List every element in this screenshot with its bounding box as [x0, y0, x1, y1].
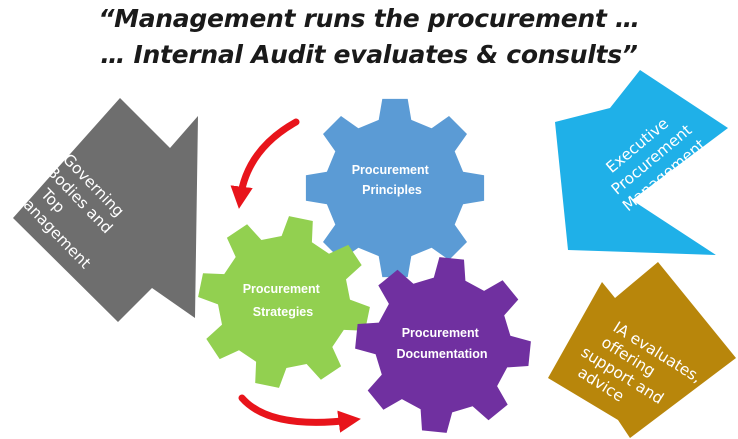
- svg-text:Procurement Strategies: Procurement Strategies: [243, 282, 324, 319]
- gear-icon: [198, 216, 370, 388]
- title-line-1: “Management runs the procurement …: [98, 4, 640, 33]
- strategies-line-2: Strategies: [253, 305, 313, 319]
- svg-text:IA evaluates, offering: IA evaluates, offering support and advic…: [568, 311, 709, 438]
- documentation-line-1: Procurement: [402, 326, 480, 340]
- svg-text:Procurement Principles: Procurement Principles: [352, 163, 433, 197]
- procurement-strategies-gear: Procurement Strategies: [198, 216, 370, 388]
- ia-arrow-shape: [548, 262, 736, 438]
- principles-line-2: Principles: [362, 183, 422, 197]
- cycle-arrow-icon: [230, 118, 300, 209]
- governing-bodies-arrow: Governing Bodies and Top Management: [10, 98, 198, 322]
- executive-management-arrow: Executive Procurement Management: [555, 70, 728, 255]
- title-line-2: … Internal Audit evaluates & consults”: [100, 40, 638, 69]
- principles-line-1: Procurement: [352, 163, 430, 177]
- svg-text:Procurement Documentatio: Procurement Documentation: [397, 326, 488, 361]
- governing-arrow-shape: [13, 98, 198, 322]
- procurement-documentation-gear: Procurement Documentation: [355, 257, 531, 433]
- gear-icon: [355, 257, 531, 433]
- documentation-line-2: Documentation: [397, 347, 488, 361]
- strategies-line-1: Procurement: [243, 282, 321, 296]
- ia-evaluates-arrow: IA evaluates, offering support and advic…: [548, 262, 736, 438]
- cycle-arrow-icon: [238, 394, 361, 433]
- procurement-principles-gear: Procurement Principles: [305, 98, 485, 278]
- executive-arrow-shape: [555, 70, 728, 255]
- gear-icon: [305, 98, 485, 278]
